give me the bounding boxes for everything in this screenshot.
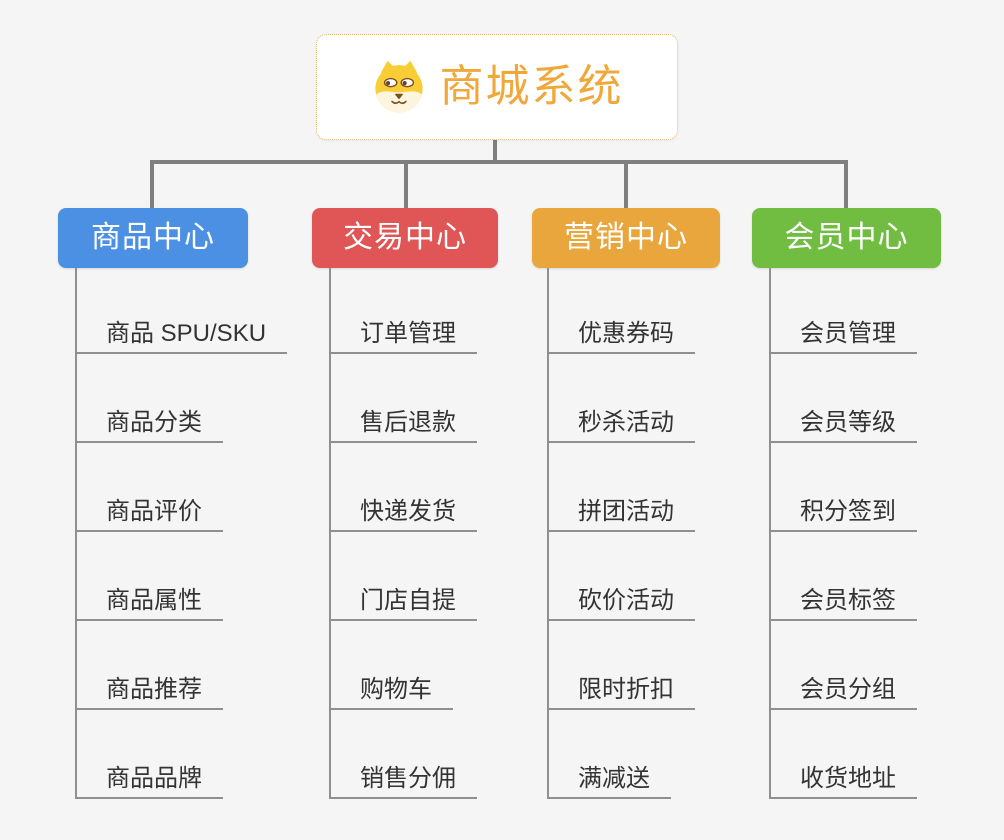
subtopic-item[interactable]: 拼团活动 — [549, 497, 695, 532]
subtopic-item[interactable]: 砍价活动 — [549, 586, 695, 621]
root-node[interactable]: 商城系统 — [316, 34, 678, 140]
subtopic-item[interactable]: 会员管理 — [771, 319, 917, 354]
connector-root-drop — [493, 139, 497, 162]
subtopic-item[interactable]: 订单管理 — [331, 319, 477, 354]
root-title: 商城系统 — [439, 62, 624, 111]
subtopic-item[interactable]: 商品评价 — [77, 497, 223, 532]
branch-node-product-center[interactable]: 商品中心 — [58, 208, 248, 268]
connector-drop-trade — [404, 162, 408, 208]
subtopic-item[interactable]: 门店自提 — [331, 586, 477, 621]
subtopic-item[interactable]: 限时折扣 — [549, 675, 695, 710]
connector-horizontal-bus — [150, 160, 848, 164]
subtopic-column-product: 商品 SPU/SKU 商品分类 商品评价 商品属性 商品推荐 商品品牌 — [75, 268, 288, 799]
subtopic-item[interactable]: 商品分类 — [77, 408, 223, 443]
branch-label: 交易中心 — [343, 221, 467, 254]
branch-label: 营销中心 — [564, 221, 688, 254]
subtopic-column-marketing: 优惠券码 秒杀活动 拼团活动 砍价活动 限时折扣 满减送 — [547, 268, 695, 799]
branch-label: 会员中心 — [784, 221, 909, 254]
connector-drop-member — [844, 162, 848, 208]
subtopic-column-member: 会员管理 会员等级 积分签到 会员标签 会员分组 收货地址 — [769, 268, 917, 799]
connector-drop-marketing — [624, 162, 628, 208]
subtopic-item[interactable]: 商品推荐 — [77, 675, 223, 710]
subtopic-item[interactable]: 快递发货 — [331, 497, 477, 532]
subtopic-item[interactable]: 满减送 — [549, 764, 671, 799]
subtopic-item[interactable]: 销售分佣 — [331, 764, 477, 799]
subtopic-column-trade: 订单管理 售后退款 快递发货 门店自提 购物车 销售分佣 — [329, 268, 477, 799]
branch-label: 商品中心 — [91, 221, 215, 254]
shiba-dog-icon — [374, 60, 423, 113]
subtopic-item[interactable]: 优惠券码 — [549, 319, 695, 354]
subtopic-item[interactable]: 商品属性 — [77, 586, 223, 621]
branch-node-member-center[interactable]: 会员中心 — [752, 208, 941, 268]
subtopic-item[interactable]: 商品 SPU/SKU — [77, 319, 288, 354]
connector-drop-product — [150, 162, 154, 208]
branch-node-marketing-center[interactable]: 营销中心 — [532, 208, 720, 268]
subtopic-item[interactable]: 积分签到 — [771, 497, 917, 532]
subtopic-item[interactable]: 售后退款 — [331, 408, 477, 443]
subtopic-item[interactable]: 会员分组 — [771, 675, 917, 710]
subtopic-item[interactable]: 收货地址 — [771, 764, 917, 799]
subtopic-item[interactable]: 会员等级 — [771, 408, 917, 443]
subtopic-item[interactable]: 购物车 — [331, 675, 453, 710]
branch-node-trade-center[interactable]: 交易中心 — [312, 208, 498, 268]
subtopic-item[interactable]: 秒杀活动 — [549, 408, 695, 443]
subtopic-item[interactable]: 商品品牌 — [77, 764, 223, 799]
subtopic-item[interactable]: 会员标签 — [771, 586, 917, 621]
